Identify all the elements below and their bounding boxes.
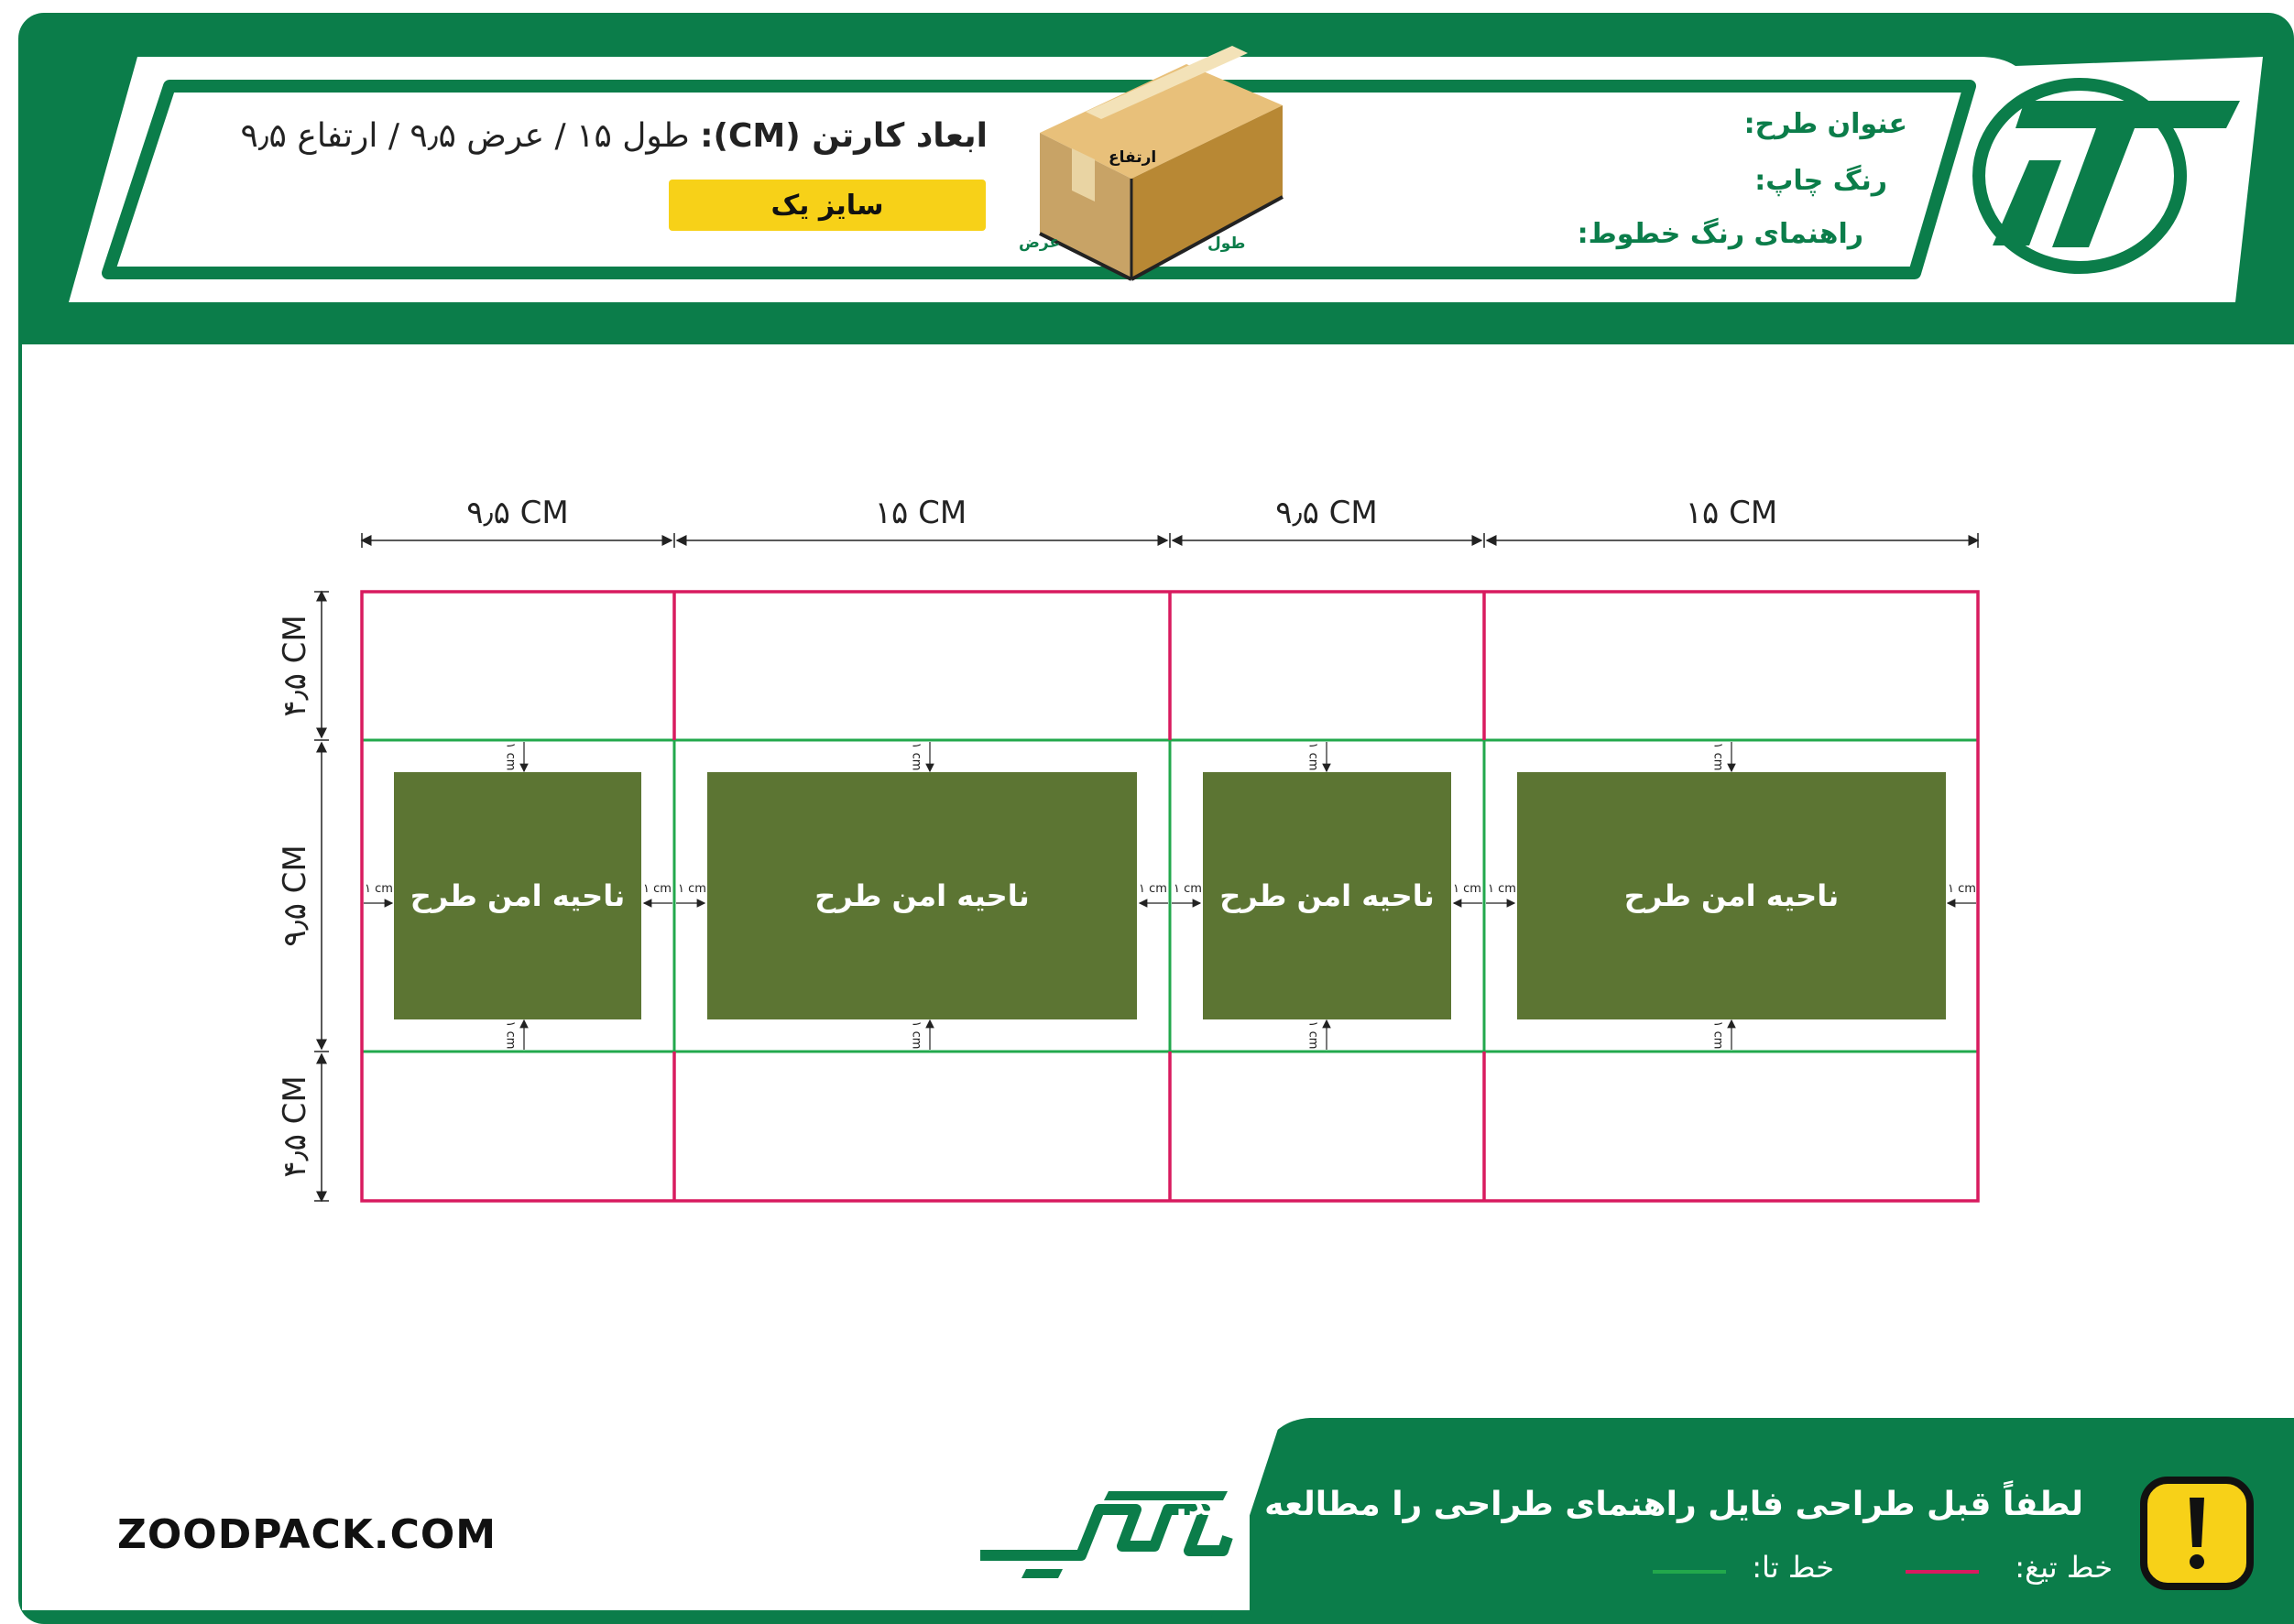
margin-label: ۱ cm xyxy=(503,742,518,771)
cardboard-box-icon xyxy=(1039,46,1284,281)
safe-area: ناحیه امن طرح xyxy=(394,772,641,1019)
margin-label: ۱ cm xyxy=(1710,742,1725,771)
margin-label: ۱ cm xyxy=(1174,882,1202,896)
margin-label: ۱ cm xyxy=(503,1020,518,1050)
margin-label: ۱ cm xyxy=(1710,1020,1725,1050)
margin-label: ۱ cm xyxy=(1453,882,1481,896)
top-dimension-arrows xyxy=(360,533,1980,548)
top-dimension-label: ۱۵ CM xyxy=(1685,495,1778,531)
margin-label: ۱ cm xyxy=(1948,882,1976,896)
margin-label: ۱ cm xyxy=(643,882,672,896)
exclamation-icon xyxy=(2140,1477,2254,1590)
carton-dimensions-prefix: ابعاد کارتن (CM): xyxy=(700,117,988,155)
design-title-label: عنوان طرح: xyxy=(1743,108,1907,140)
box-height-label: ارتفاع xyxy=(1109,148,1157,167)
cut-lines xyxy=(360,590,1980,1203)
zoodpack-logo-icon xyxy=(980,1491,1233,1578)
line-color-guide-label: راهنمای رنگ خطوط: xyxy=(1577,218,1863,250)
legend-fold-label: خط تا: xyxy=(1752,1550,1834,1585)
safe-area: ناحیه امن طرح xyxy=(1203,772,1451,1019)
margin-label: ۱ cm xyxy=(678,882,706,896)
margin-label: ۱ cm xyxy=(1305,1020,1320,1050)
margin-label: ۱ cm xyxy=(909,1020,923,1050)
zoodpack-logo-icon xyxy=(1972,78,2240,274)
legend-cut-swatch xyxy=(1906,1570,1979,1574)
margin-label: ۱ cm xyxy=(365,882,393,896)
design-guide-notice: لطفاً قبل طراحی فایل راهنمای طراحی را مط… xyxy=(1174,1486,2083,1523)
side-dimension-label: ۹٫۵ CM xyxy=(277,845,313,947)
side-dimension-label: ۴٫۵ CM xyxy=(277,1075,313,1178)
legend-fold-swatch xyxy=(1653,1570,1726,1574)
side-dimension-arrows xyxy=(314,590,329,1203)
margin-label: ۱ cm xyxy=(909,742,923,771)
top-dimension-label: ۹٫۵ CM xyxy=(1275,495,1378,531)
carton-dimensions: ابعاد کارتن (CM): طول ۱۵ / عرض ۹٫۵ / ارت… xyxy=(241,117,988,155)
side-dimension-label: ۴٫۵ CM xyxy=(277,615,313,717)
margin-label: ۱ cm xyxy=(1488,882,1516,896)
safe-area: ناحیه امن طرح xyxy=(1517,772,1946,1019)
legend-cut-label: خط تیغ: xyxy=(2015,1550,2113,1585)
box-width-label: عرض xyxy=(1019,234,1061,252)
box-length-label: طول xyxy=(1207,234,1246,253)
safe-area: ناحیه امن طرح xyxy=(707,772,1137,1019)
margin-label: ۱ cm xyxy=(1139,882,1167,896)
top-dimension-label: ۱۵ CM xyxy=(874,495,967,531)
website-url[interactable]: ZOODPACK.COM xyxy=(117,1511,497,1558)
margin-arrows xyxy=(364,742,1976,1050)
top-dimension-label: ۹٫۵ CM xyxy=(466,495,569,531)
print-color-label: رنگ چاپ: xyxy=(1754,165,1887,197)
margin-label: ۱ cm xyxy=(1305,742,1320,771)
panel-fold-lines xyxy=(672,740,1486,1052)
size-badge: سایز یک xyxy=(669,180,986,231)
carton-dimensions-value: طول ۱۵ / عرض ۹٫۵ / ارتفاع ۹٫۵ xyxy=(240,117,690,155)
